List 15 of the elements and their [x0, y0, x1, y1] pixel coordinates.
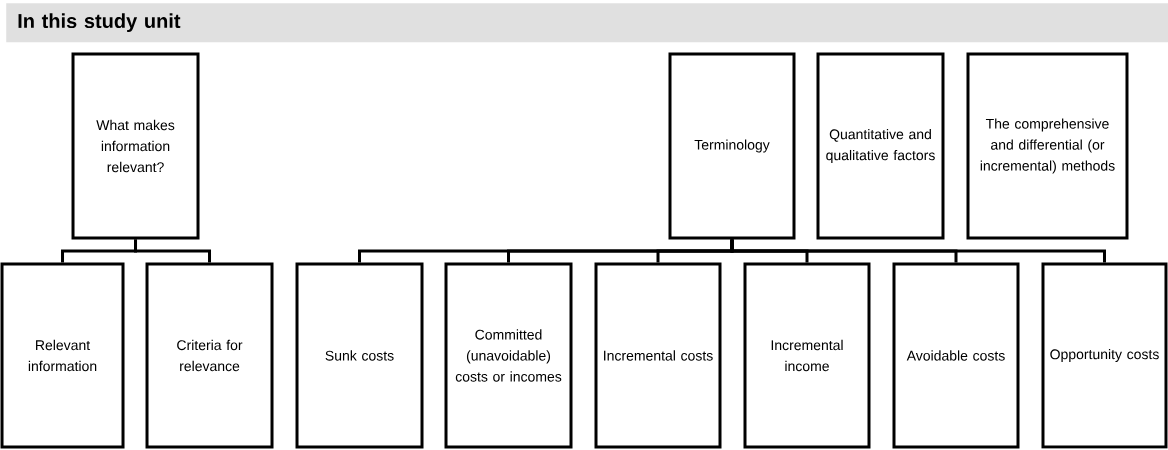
topic-box: Terminology: [668, 52, 796, 240]
topic-box: Criteria for relevance: [145, 262, 274, 449]
topic-box: Opportunity costs: [1041, 262, 1168, 449]
topic-box: Relevant information: [0, 262, 125, 449]
title-bar: In this study unit: [6, 3, 1168, 43]
topic-box: The comprehensive and differential (or incremental) methods: [966, 52, 1129, 240]
topic-box: Committed (unavoidable) costs or incomes: [444, 262, 573, 449]
topic-box: Sunk costs: [295, 262, 424, 449]
connector-line: [134, 239, 211, 263]
topic-box: Incremental costs: [594, 262, 722, 449]
connector-line: [730, 239, 1106, 263]
topic-box: Incremental income: [743, 262, 871, 449]
topic-box: Quantitative and qualitative factors: [816, 52, 945, 240]
topic-box: What makes information relevant?: [71, 52, 200, 240]
topic-box: Avoidable costs: [892, 262, 1020, 449]
